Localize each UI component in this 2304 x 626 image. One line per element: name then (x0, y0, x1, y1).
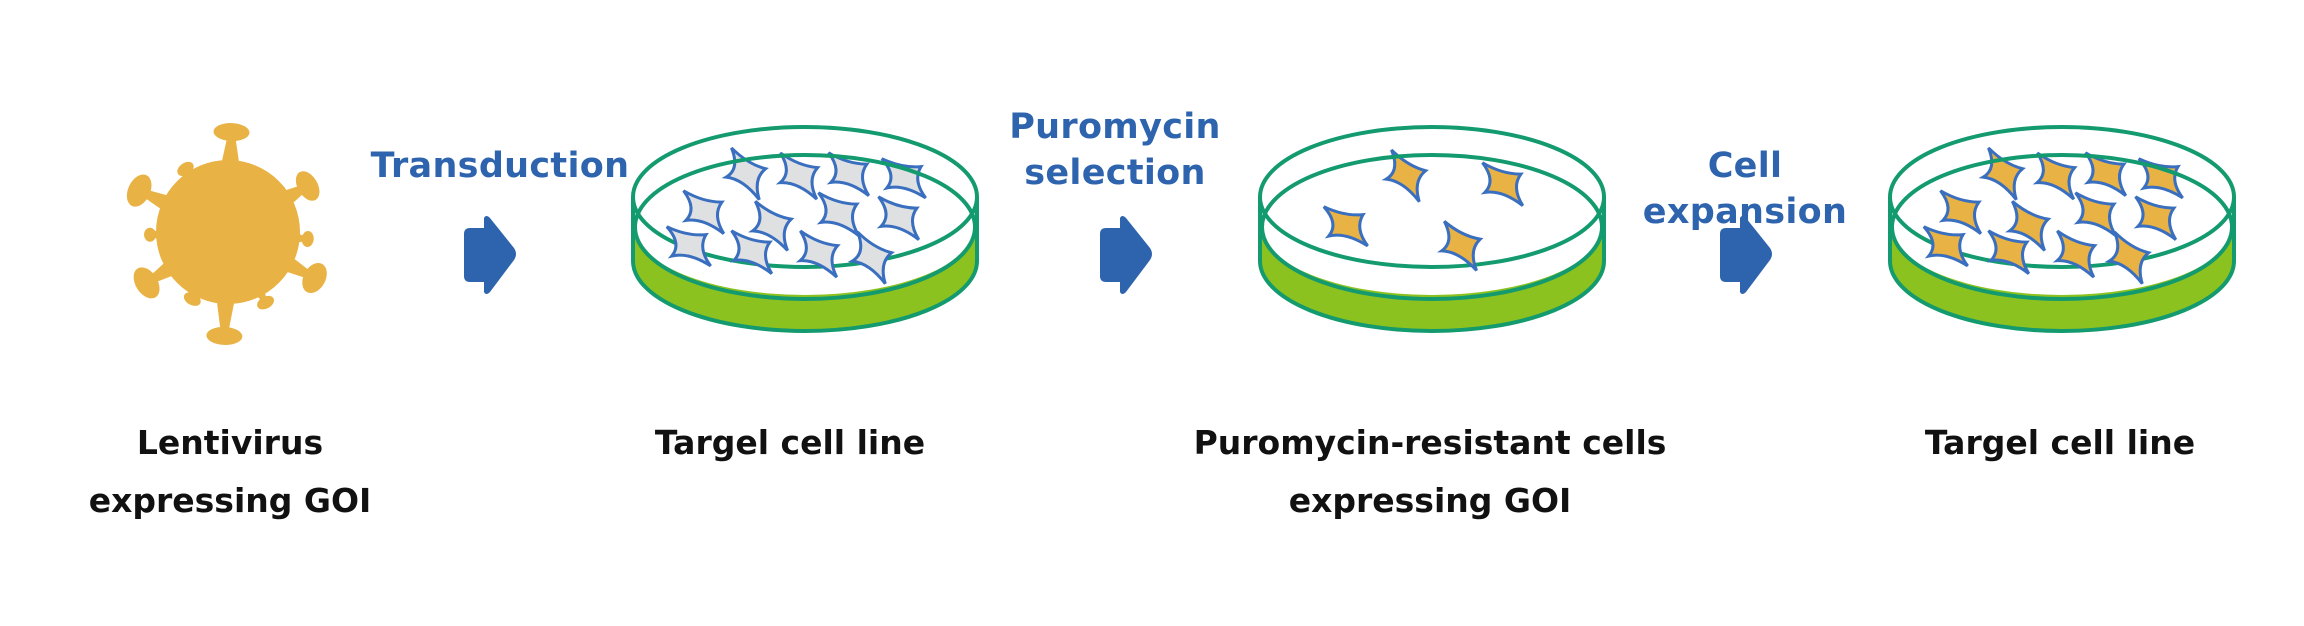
step-label-cell-expansion: Cell expansion (1600, 143, 1890, 235)
right-arrow-icon (464, 216, 516, 294)
caption-line: expressing GOI (1288, 481, 1572, 520)
caption-puromycin-resistant-cells: Puromycin-resistant cells expressing GOI (1160, 414, 1700, 530)
untransduced-cell-icon (808, 191, 869, 238)
virus-spike-knob (301, 230, 314, 247)
virus-spike-knob (257, 295, 274, 310)
caption-line: Puromycin-resistant cells (1193, 423, 1667, 462)
transduced-cell-icon (1916, 225, 1975, 268)
virus-spike-knob (126, 174, 152, 207)
untransduced-cell-icon (788, 229, 849, 279)
transduced-cell-icon (1930, 189, 1991, 236)
untransduced-cell-icon (868, 195, 929, 242)
step-label-puromycin-selection: Puromycin selection (1000, 104, 1230, 196)
right-arrow-icon (1720, 216, 1772, 294)
step-label-text: Transduction (370, 146, 630, 186)
transduced-cell-icon (1472, 161, 1533, 208)
caption-line: Targel cell line (654, 423, 926, 462)
virus-capsid (156, 160, 300, 304)
virus-spike-knob (295, 171, 320, 201)
step-label-line: Puromycin (1009, 107, 1221, 147)
caption-expanded-cell-line: Targel cell line (1870, 414, 2250, 472)
caption-target-cell-line: Targel cell line (600, 414, 980, 472)
culture-dish-icon (631, 125, 979, 333)
culture-medium (633, 225, 977, 331)
caption-line: expressing GOI (88, 481, 372, 520)
culture-dish-icon (1888, 125, 2236, 333)
step-label-line: selection (1024, 153, 1206, 193)
virus-spike-knob (133, 267, 160, 299)
right-arrow-icon (1100, 216, 1152, 294)
medium-surface-rim (633, 153, 977, 301)
virus-spike-knob (206, 326, 243, 345)
caption-line: Targel cell line (1924, 423, 2196, 462)
medium-surface-rim (1890, 153, 2234, 301)
culture-medium (1260, 225, 1604, 331)
step-label-transduction: Transduction (370, 143, 630, 189)
virus-spike-stem (216, 299, 235, 337)
virus-spike-knob (144, 227, 157, 242)
caption-line: Lentivirus (136, 423, 324, 462)
culture-medium (1890, 225, 2234, 331)
virus-spike-knob (213, 123, 250, 142)
dish-base-rim (1258, 260, 1606, 333)
medium-surface-rim (1260, 153, 1604, 301)
lentivirus-icon (126, 123, 327, 345)
transduced-cell-icon (2125, 195, 2186, 242)
untransduced-cell-icon (659, 225, 718, 268)
dish-base-rim (631, 260, 979, 333)
step-label-text: Cell expansion (1642, 146, 1848, 232)
transduced-cell-icon (1316, 205, 1375, 248)
transduced-cell-icon (2045, 229, 2106, 279)
caption-lentivirus: Lentivirus expressing GOI (60, 414, 400, 530)
virus-spike-knob (302, 262, 327, 294)
dish-lid-rim (1258, 125, 1606, 269)
culture-dish-icon (1258, 125, 1606, 333)
transduced-cell-icon (2065, 191, 2126, 238)
untransduced-cell-icon (673, 189, 734, 236)
dish-base-rim (1888, 260, 2236, 333)
